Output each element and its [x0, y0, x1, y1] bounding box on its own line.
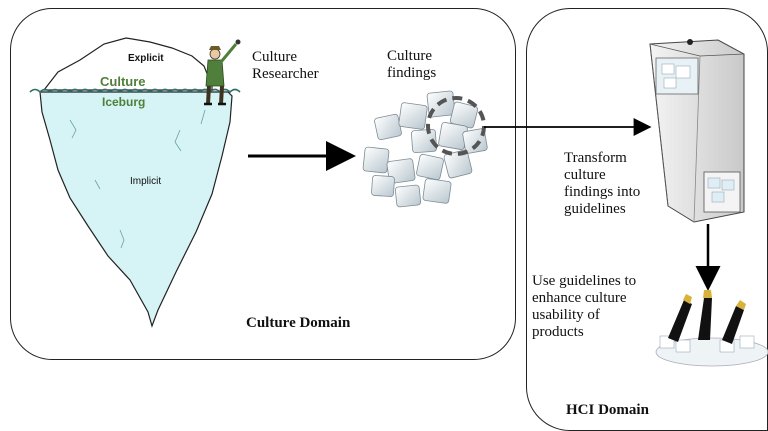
highlight-circle	[426, 96, 486, 156]
transform-label: Transform culture findings into guidelin…	[564, 150, 641, 217]
culture-iceberg-label: Culture	[100, 74, 146, 89]
findings-label: Culture findings	[387, 48, 437, 81]
guidelines-label: Use guidelines to enhance culture usabil…	[532, 273, 637, 340]
iceberg-body	[39, 91, 233, 328]
implicit-label: Implicit	[130, 176, 162, 187]
ice-cubes-cluster	[362, 90, 488, 208]
researcher-figure	[204, 39, 241, 106]
iceburg-label: Iceburg	[102, 95, 146, 109]
researcher-label: Culture Researcher	[252, 49, 319, 82]
culture-domain-label: Culture Domain	[246, 315, 351, 331]
explicit-label: Explicit	[128, 53, 164, 64]
iceberg-tip	[42, 37, 213, 91]
bottles-in-ice	[655, 290, 768, 367]
ice-machine	[649, 39, 745, 223]
water-line	[29, 88, 241, 94]
iceberg-cracks	[69, 109, 206, 249]
hci-domain-label: HCI Domain	[566, 402, 649, 418]
